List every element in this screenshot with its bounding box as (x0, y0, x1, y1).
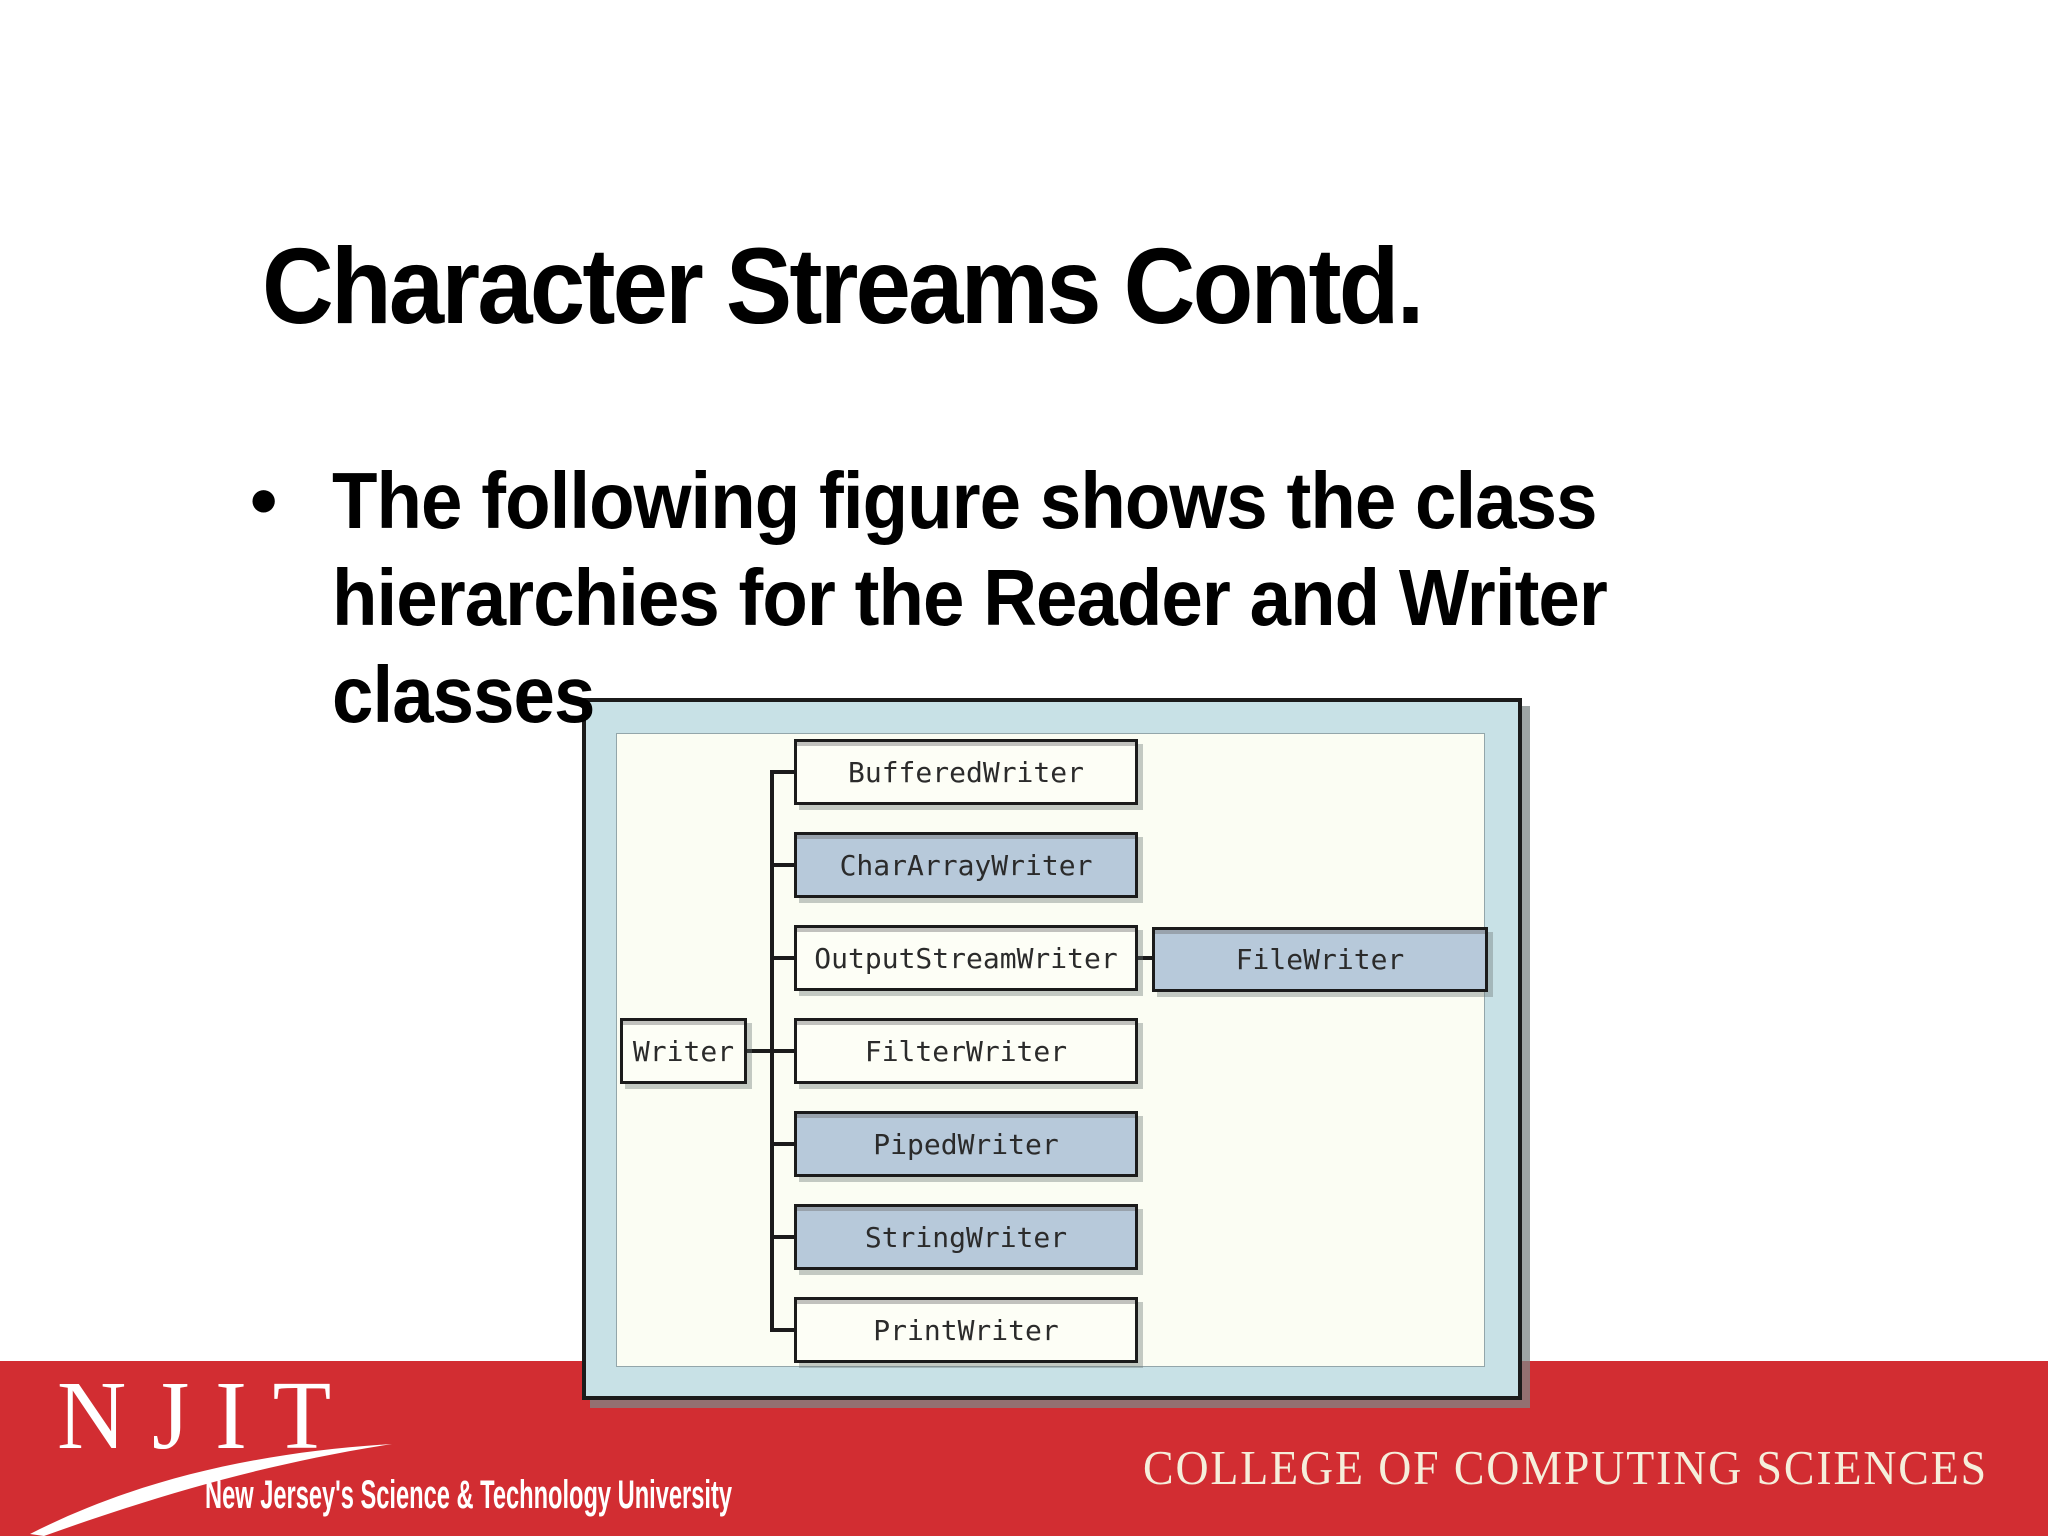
bullet-text: The following figure shows the class hie… (332, 456, 1608, 739)
class-box-pipedwriter: PipedWriter (794, 1111, 1138, 1177)
njit-logo-letters: NJIT (57, 1362, 357, 1469)
class-box-chararraywriter: CharArrayWriter (794, 832, 1138, 898)
connector-filterwriter (770, 1049, 794, 1053)
njit-logo: NJIT New Jersey's Science & Technology U… (30, 1362, 732, 1536)
class-box-outputstreamwriter: OutputStreamWriter (794, 925, 1138, 991)
class-box-filterwriter: FilterWriter (794, 1018, 1138, 1084)
connector-chararraywriter (770, 863, 794, 867)
connector-filewriter (1138, 956, 1152, 960)
connector-writer-root (747, 1049, 774, 1053)
njit-swoosh-icon (30, 1444, 392, 1536)
class-box-stringwriter: StringWriter (794, 1204, 1138, 1270)
bullet-icon: • (250, 456, 278, 544)
connector-printwriter (770, 1328, 794, 1332)
college-title: COLLEGE OF COMPUTING SCIENCES (1143, 1440, 1988, 1495)
class-box-writer: Writer (620, 1018, 747, 1084)
slide-title: Character Streams Contd. (262, 225, 1424, 346)
njit-tagline: New Jersey's Science & Technology Univer… (205, 1473, 732, 1517)
connector-pipedwriter (770, 1142, 794, 1146)
college-title-text: COLLEGE OF COMPUTING SCIENCES (1143, 1440, 1988, 1495)
writer-hierarchy-diagram: Writer BufferedWriter CharArrayWriter Ou… (582, 698, 1522, 1400)
class-box-filewriter: FileWriter (1152, 927, 1488, 992)
connector-bufferedwriter (770, 770, 794, 774)
connector-outputstreamwriter (770, 956, 794, 960)
connector-stringwriter (770, 1235, 794, 1239)
class-box-printwriter: PrintWriter (794, 1297, 1138, 1363)
class-box-bufferedwriter: BufferedWriter (794, 739, 1138, 805)
